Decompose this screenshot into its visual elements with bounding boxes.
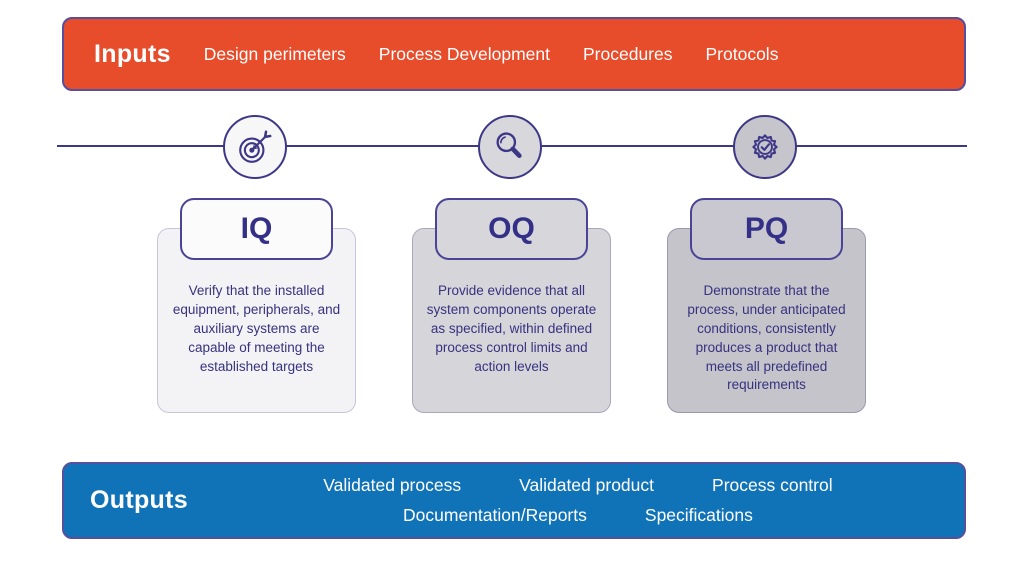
oq-card-description: Provide evidence that all system compone…	[426, 283, 597, 374]
iq-icon-badge	[223, 115, 287, 179]
pq-card-header: PQ	[690, 198, 843, 260]
outputs-item-process-control: Process control	[712, 475, 833, 495]
iq-card-header: IQ	[180, 198, 333, 260]
iq-card-title: IQ	[240, 212, 273, 245]
pq-card-title: PQ	[744, 212, 789, 245]
inputs-item-protocols: Protocols	[705, 43, 779, 64]
inputs-banner-title: Inputs	[94, 39, 171, 68]
magnifying-glass-icon	[491, 128, 529, 166]
inputs-banner: Inputs Design perimeters Process Develop…	[62, 17, 966, 91]
outputs-row-1: Validated process Validated product Proc…	[218, 475, 938, 496]
pq-icon-badge	[733, 115, 797, 179]
iq-card-description: Verify that the installed equipment, per…	[172, 283, 341, 374]
pq-card-description: Demonstrate that the process, under anti…	[687, 283, 846, 393]
outputs-item-documentation-reports: Documentation/Reports	[403, 505, 587, 525]
inputs-item-design-perimeters: Design perimeters	[203, 43, 346, 64]
outputs-row-2: Documentation/Reports Specifications	[218, 505, 938, 526]
outputs-banner-title: Outputs	[90, 486, 188, 514]
oq-icon-badge	[478, 115, 542, 179]
inputs-item-procedures: Procedures	[583, 43, 673, 64]
inputs-item-process-development: Process Development	[378, 43, 550, 64]
badge-check-icon	[746, 128, 784, 166]
oq-card-header: OQ	[435, 198, 588, 260]
target-dart-icon	[236, 128, 274, 166]
outputs-item-validated-product: Validated product	[519, 475, 655, 495]
outputs-items: Validated process Validated product Proc…	[218, 475, 938, 526]
outputs-item-validated-process: Validated process	[323, 475, 462, 495]
oq-card-title: OQ	[488, 212, 535, 245]
outputs-banner: Outputs Validated process Validated prod…	[62, 462, 966, 539]
outputs-item-specifications: Specifications	[644, 505, 753, 525]
